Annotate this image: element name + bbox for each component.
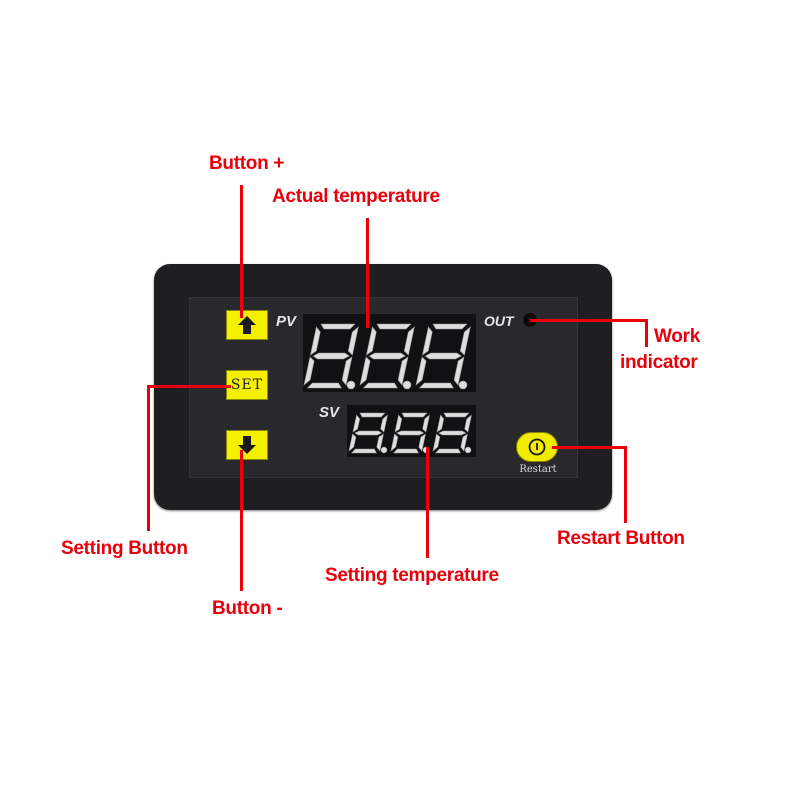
sv-label: SV: [319, 404, 340, 421]
setting-button-leader-line-v: [147, 385, 150, 531]
button-minus-leader-line: [240, 450, 243, 591]
restart-button-leader-line-h: [552, 446, 627, 449]
button-plus-leader-line: [240, 185, 243, 318]
set-button-label: SET: [230, 377, 264, 393]
button-plus-label: Button +: [209, 153, 285, 174]
restart-label: Restart: [519, 464, 557, 475]
arrow-up-icon: [238, 316, 256, 334]
arrow-down-icon: [238, 436, 256, 454]
restart-button[interactable]: [516, 432, 558, 462]
setting-temperature-leader-line: [426, 447, 429, 558]
setting-button-leader-line-h: [147, 385, 231, 388]
up-button[interactable]: [226, 310, 268, 340]
out-label: OUT: [484, 313, 514, 329]
pv-label: PV: [276, 313, 297, 330]
work-indicator-leader-line-h: [530, 319, 647, 322]
actual-temperature-label: Actual temperature: [272, 186, 440, 207]
pv-display: [303, 314, 476, 392]
power-icon: [528, 438, 546, 456]
button-minus-label: Button -: [212, 598, 283, 619]
work-indicator-leader-line-v: [645, 319, 648, 347]
restart-button-label: Restart Button: [557, 528, 685, 549]
sv-display: [347, 405, 476, 457]
restart-button-leader-line-v: [624, 446, 627, 523]
setting-button-label: Setting Button: [61, 538, 188, 559]
work-indicator-label-line1: Work: [654, 326, 700, 347]
actual-temperature-leader-line: [366, 218, 369, 328]
set-button[interactable]: SET: [226, 370, 268, 400]
work-indicator-label-line2: indicator: [620, 352, 698, 373]
sv-seven-segment-digits: [348, 412, 472, 454]
down-button[interactable]: [226, 430, 268, 460]
pv-seven-segment-digits: [303, 323, 471, 390]
setting-temperature-label: Setting temperature: [325, 565, 499, 586]
